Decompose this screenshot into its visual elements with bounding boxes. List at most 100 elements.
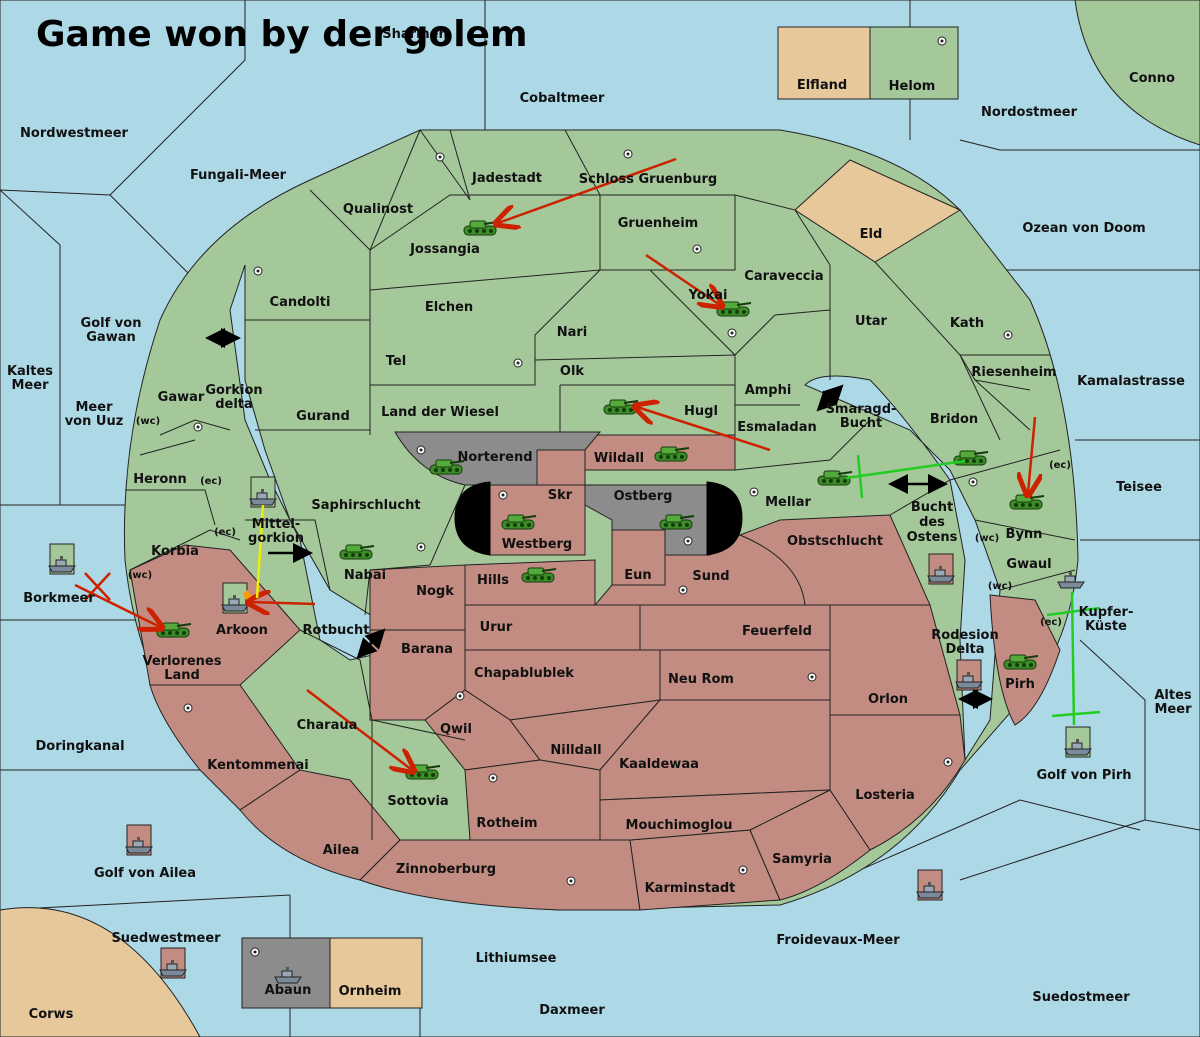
label-pirh: Pirh	[1005, 677, 1035, 692]
label-feuerfeld: Feuerfeld	[742, 624, 812, 639]
label-uuz-1: Meer	[76, 400, 114, 415]
supply-center-westberg-icon	[498, 490, 508, 500]
label-tel: Tel	[386, 354, 406, 369]
label-bucht-2: des	[919, 515, 945, 530]
label-yokai: Yokai	[687, 288, 727, 303]
supply-center-jadestadt-icon	[435, 152, 445, 162]
label-schloss: Schloss Gruenburg	[579, 172, 717, 187]
supply-center-abaun-icon	[250, 947, 260, 957]
label-skr: Skr	[548, 488, 573, 503]
label-golf-pirh: Golf von Pirh	[1036, 768, 1131, 783]
label-rotbucht: Rotbucht	[303, 623, 370, 638]
label-gawar: Gawar	[158, 390, 205, 405]
supply-center-qwil-icon	[455, 691, 465, 701]
game-result-title: Game won by der golem	[36, 14, 527, 55]
label-sottovia: Sottovia	[387, 794, 448, 809]
supply-center-kentommenai-icon	[183, 703, 193, 713]
label-ostberg: Ostberg	[614, 489, 673, 504]
label-barana: Barana	[401, 642, 453, 657]
label-ornheim: Ornheim	[339, 984, 402, 999]
ornheim-box[interactable]	[329, 937, 423, 1009]
label-elchen: Elchen	[425, 300, 473, 315]
label-samyria: Samyria	[772, 852, 832, 867]
orders	[74, 157, 1101, 770]
label-zinnoberburg: Zinnoberburg	[396, 862, 496, 877]
label-wiesel: Land der Wiesel	[381, 405, 499, 420]
label-gurand: Gurand	[296, 409, 350, 424]
label-obstschlucht: Obstschlucht	[787, 534, 883, 549]
label-nabai: Nabai	[344, 568, 386, 583]
label-karminstadt: Karminstadt	[645, 881, 736, 896]
supply-center-ostberg-icon	[683, 536, 693, 546]
label-bridon: Bridon	[930, 412, 978, 427]
label-ozean: Ozean von Doom	[1022, 221, 1145, 236]
label-neurom: Neu Rom	[668, 672, 734, 687]
label-ailea: Ailea	[323, 843, 360, 858]
label-kaltes-1: Kaltes	[7, 364, 53, 379]
label-arkoon: Arkoon	[216, 623, 268, 638]
label-nogk: Nogk	[416, 584, 454, 599]
label-orlon: Orlon	[868, 692, 908, 707]
label-mittel-2: gorkion	[248, 531, 304, 546]
label-korbia: Korbia	[151, 544, 199, 559]
impassable-east	[706, 481, 743, 556]
red-territory[interactable]	[129, 434, 1061, 911]
label-rodesion-1: Rodesion	[931, 628, 998, 643]
supply-center-rotheim-icon	[488, 773, 498, 783]
coast-wc-gawar: (wc)	[136, 416, 160, 427]
convoy-arrows	[205, 328, 993, 709]
label-conno: Conno	[1129, 71, 1175, 86]
label-smaragd-2: Bucht	[840, 416, 882, 431]
corws-region[interactable]	[0, 907, 201, 1037]
label-nordwestmeer: Nordwestmeer	[20, 126, 128, 141]
label-chapablublek: Chapablublek	[474, 666, 574, 681]
supply-center-yokai-icon	[727, 328, 737, 338]
label-golf-gawan-2: Gawan	[86, 330, 135, 345]
label-rotheim: Rotheim	[476, 816, 537, 831]
coast-wc-bynn: (wc)	[975, 533, 999, 544]
label-kupfer-2: Küste	[1085, 619, 1127, 634]
label-eun: Eun	[624, 568, 651, 583]
label-corws: Corws	[29, 1007, 74, 1022]
label-lithiumsee: Lithiumsee	[476, 951, 557, 966]
label-bucht-1: Bucht	[911, 500, 953, 515]
label-gwaul: Gwaul	[1006, 557, 1051, 572]
supply-center-mellar-icon	[749, 487, 759, 497]
label-saphir: Saphirschlucht	[311, 498, 420, 513]
label-eld: Eld	[860, 227, 883, 242]
label-uuz-2: von Uuz	[65, 414, 124, 429]
label-fungali: Fungali-Meer	[190, 168, 287, 183]
label-mellar: Mellar	[765, 495, 811, 510]
conno-region[interactable]	[1074, 0, 1200, 146]
coast-ec-bynn: (ec)	[1049, 460, 1071, 471]
label-elfland: Elfland	[797, 78, 847, 93]
supply-center-candolti-icon	[253, 266, 263, 276]
supply-center-sund-icon	[678, 585, 688, 595]
label-caraveccia: Caraveccia	[744, 269, 823, 284]
label-kamala: Kamalastrasse	[1077, 374, 1185, 389]
label-smaragd-1: Smaragd-	[826, 402, 897, 417]
supply-center-kath-icon	[1003, 330, 1013, 340]
fleet-units[interactable]	[48, 476, 1092, 984]
label-abaun: Abaun	[265, 983, 312, 998]
label-mittel-1: Mittel-	[252, 517, 301, 532]
label-nilldall: Nilldall	[550, 743, 601, 758]
supply-center-neurom-icon	[807, 672, 817, 682]
label-esmaladan: Esmaladan	[737, 420, 817, 435]
label-nordostmeer: Nordostmeer	[981, 105, 1078, 120]
label-kupfer-1: Kupfer-	[1079, 605, 1134, 620]
label-mouchimoglou: Mouchimoglou	[626, 818, 733, 833]
supply-center-losteria-icon	[943, 757, 953, 767]
supply-center-zinnoberburg-icon	[566, 876, 576, 886]
label-charaua: Charaua	[297, 718, 358, 733]
label-doringkanal: Doringkanal	[35, 739, 124, 754]
label-froidevaux: Froidevaux-Meer	[776, 933, 900, 948]
label-kentommenai: Kentommenai	[207, 758, 308, 773]
eld-region[interactable]	[794, 159, 962, 263]
label-teisee: Teisee	[1116, 480, 1162, 495]
coast-ec-korbia: (ec)	[214, 527, 236, 538]
supply-center-gruenheim-icon	[692, 244, 702, 254]
label-candolti: Candolti	[270, 295, 331, 310]
label-losteria: Losteria	[855, 788, 915, 803]
